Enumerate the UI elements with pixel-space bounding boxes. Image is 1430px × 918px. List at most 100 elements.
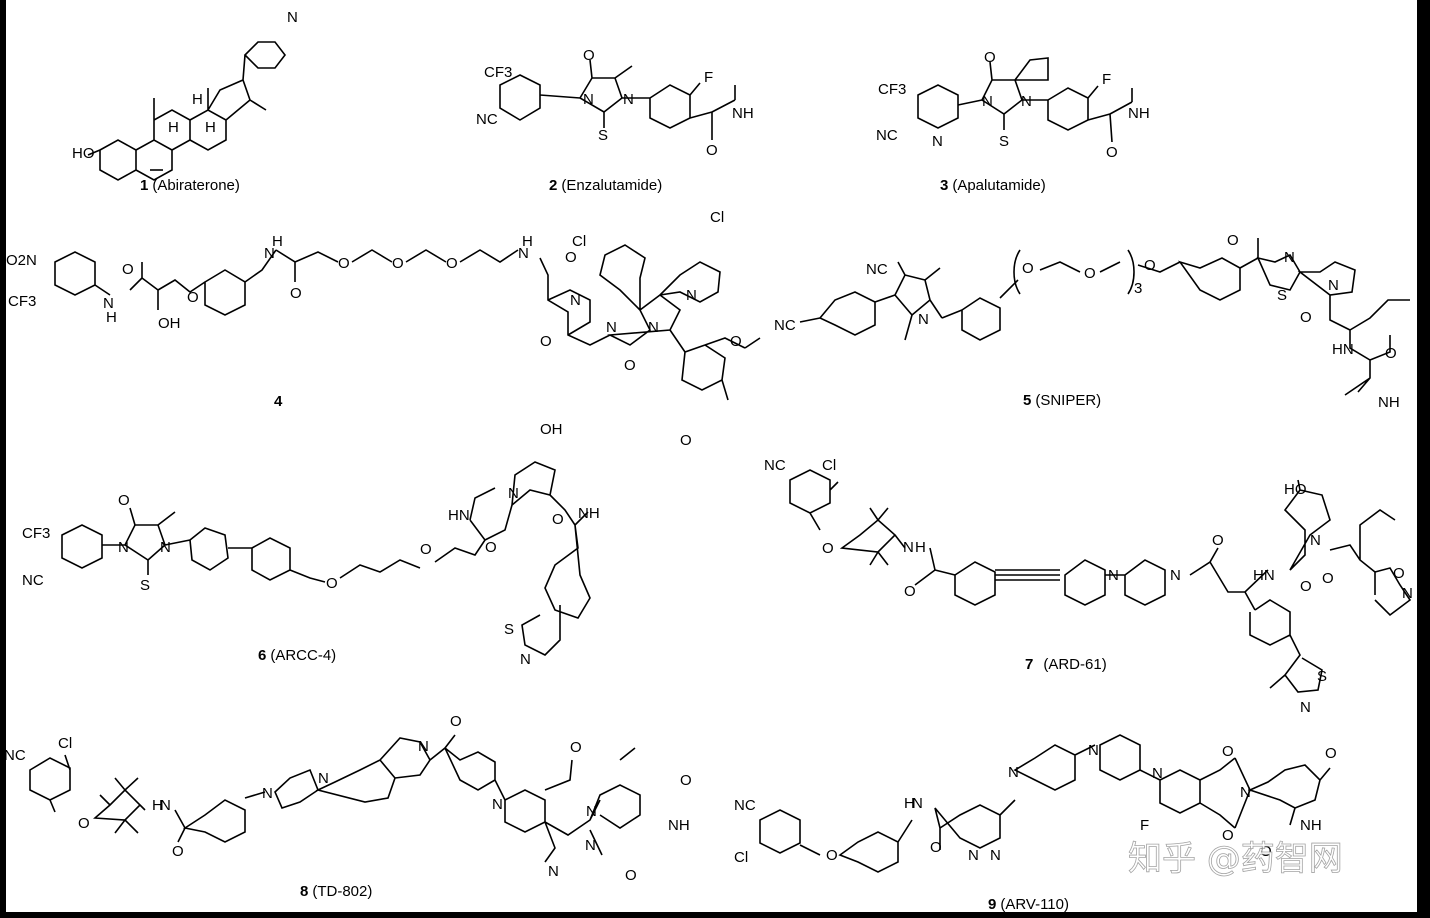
atom-label: O (1222, 827, 1234, 844)
atom-label: H (272, 233, 283, 250)
atom-label: O (338, 255, 350, 272)
atom-label: N (1300, 699, 1311, 716)
atom-label: N (118, 539, 129, 556)
compound-4-caption: 4 (274, 393, 283, 410)
watermark-text: 知乎 @药智网 (1128, 839, 1343, 879)
atom-label: NH (1300, 817, 1322, 834)
atom-label: N (932, 133, 943, 150)
atom-label: S (140, 577, 150, 594)
atom-label: HO (72, 145, 95, 162)
compound-7-caption: 7(ARD-61) (1025, 656, 1107, 673)
atom-label: S (1277, 287, 1287, 304)
compound-5-caption: 5(SNIPER) (1023, 392, 1101, 409)
atom-label: N (508, 485, 519, 502)
atom-label: N (1328, 277, 1339, 294)
atom-label: N (318, 770, 329, 787)
atom-label: Cl (58, 735, 72, 752)
atom-label: H (915, 539, 926, 556)
structure-9-arv110: NC Cl O H N O N N N N N O F N O O NH O 9… (734, 734, 1337, 913)
atom-label: Cl (822, 457, 836, 474)
atom-label: O (984, 49, 996, 66)
atom-label: O (1222, 743, 1234, 760)
atom-label: O (1227, 232, 1239, 249)
atom-label: N (982, 93, 993, 110)
atom-label: CF3 (878, 81, 906, 98)
compound-6-caption: 6(ARCC-4) (258, 647, 336, 664)
atom-label: N (1170, 567, 1181, 584)
atom-label: N (548, 863, 559, 880)
atom-label: NC (764, 457, 786, 474)
atom-label: N (518, 245, 529, 262)
atom-label: O (1022, 260, 1034, 277)
atom-label: NC (866, 261, 888, 278)
atom-label: HN (1332, 341, 1354, 358)
atom-label: H (904, 795, 915, 812)
atom-label: NH (1378, 394, 1400, 411)
atom-label: O (1385, 345, 1397, 362)
atom-label: HO (1284, 481, 1307, 498)
atom-label: O (822, 540, 834, 557)
atom-label: NC (22, 572, 44, 589)
compound-9-caption: 9(ARV-110) (988, 896, 1069, 913)
atom-label: F (704, 69, 713, 86)
atom-label: CF3 (484, 64, 512, 81)
atom-label: O (540, 333, 552, 350)
atom-label: O (446, 255, 458, 272)
compound-1-caption: 1(Abiraterone) (140, 177, 240, 194)
atom-label: H (152, 797, 163, 814)
atom-label: N (990, 847, 1001, 864)
atom-label: N (623, 91, 634, 108)
atom-label: N (1240, 784, 1251, 801)
atom-label: N (570, 292, 581, 309)
atom-label: N (520, 651, 531, 668)
atom-label: O (680, 432, 692, 449)
atom-label: O (826, 847, 838, 864)
atom-label: O (730, 333, 742, 350)
atom-label: N (264, 245, 275, 262)
atom-label: N (1152, 765, 1163, 782)
atom-label: O (1322, 570, 1334, 587)
atom-label: O (485, 539, 497, 556)
atom-label: O (326, 575, 338, 592)
atom-label: O (930, 839, 942, 856)
compound-2-caption: 2(Enzalutamide) (549, 177, 662, 194)
atom-label: 3 (1134, 280, 1142, 297)
figure-panel (6, 0, 1417, 912)
atom-label: O (118, 492, 130, 509)
atom-label: O (1212, 532, 1224, 549)
atom-label: N (1402, 585, 1413, 602)
atom-label: N (160, 539, 171, 556)
atom-label: N (287, 9, 298, 26)
atom-label: N (1021, 93, 1032, 110)
atom-label: N (262, 785, 273, 802)
atom-label: N (686, 287, 697, 304)
atom-label: H (205, 119, 216, 136)
atom-label: O (1260, 843, 1272, 860)
atom-label: N (968, 847, 979, 864)
atom-label: O (420, 541, 432, 558)
atom-label: S (1317, 668, 1327, 685)
structure-5-sniper: NC NC N O O 3 O O N S N O HN O NH 5(SNIP… (774, 232, 1410, 411)
atom-label: O (565, 249, 577, 266)
structure-4: O2N CF3 N H O OH O N H O O O O N H O N O… (6, 209, 761, 449)
atom-label: H (106, 309, 117, 326)
atom-label: N (418, 738, 429, 755)
structure-8-td802: NC Cl O H N O N N N O N O N N N O NH O 8… (4, 713, 692, 900)
atom-label: NC (876, 127, 898, 144)
atom-label: O (172, 843, 184, 860)
atom-label: N (1088, 742, 1099, 759)
atom-label: O (552, 511, 564, 528)
atom-label: NC (734, 797, 756, 814)
atom-label: N (912, 795, 923, 812)
atom-label: NH (578, 505, 600, 522)
atom-label: NC (476, 111, 498, 128)
atom-label: O (1300, 309, 1312, 326)
atom-label: N (1310, 532, 1321, 549)
structure-6-arcc4: CF3 NC O N N S O O HN O N OH O NH S N 6(… (22, 421, 600, 668)
atom-label: O (1144, 257, 1156, 274)
atom-label: O (904, 583, 916, 600)
atom-label: HN (1253, 567, 1275, 584)
atom-label: O (187, 289, 199, 306)
atom-label: N (918, 311, 929, 328)
